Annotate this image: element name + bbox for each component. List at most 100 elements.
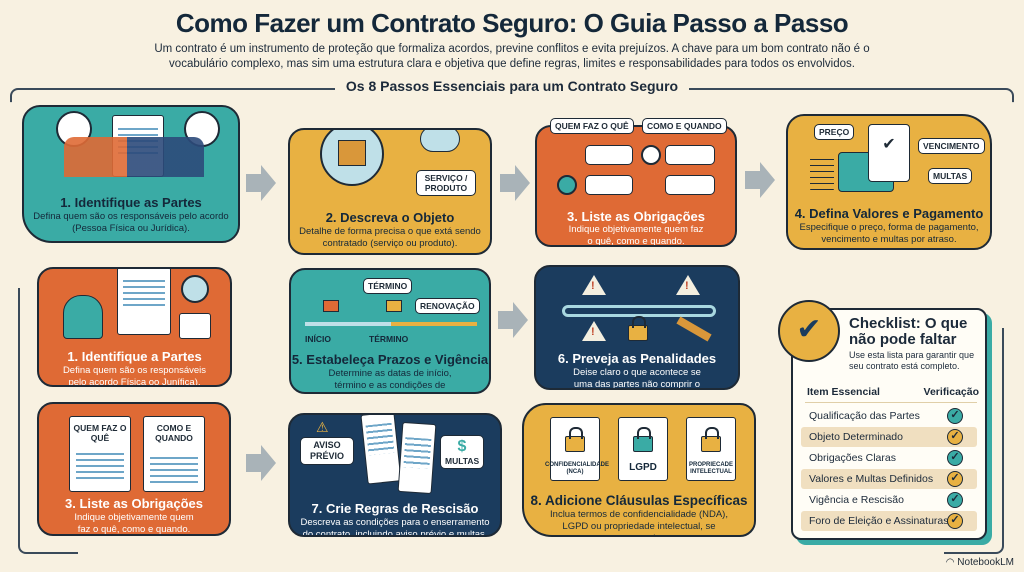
tag: PREÇO xyxy=(814,124,855,140)
tag: SERVIÇO / PRODUTO xyxy=(416,170,476,196)
clock-icon xyxy=(641,145,661,165)
calendar-icon: ✔ xyxy=(868,124,910,182)
tag: RENOVAÇÃO xyxy=(415,298,480,314)
checklist-item-label: Valores e Multas Definidos xyxy=(809,473,934,485)
bubble-lines-icon xyxy=(585,145,633,165)
step-desc: Inclua termos de confidencialidade (NDA)… xyxy=(550,509,728,535)
step-8-card: CONFIDENCIALIDADE (NCA) LGPD PROPRIECADE… xyxy=(522,403,756,537)
document-lock-icon: LGPD xyxy=(618,417,668,481)
checklist-item-label: Vigência e Rescisão xyxy=(809,494,904,506)
bubble-lines-icon xyxy=(665,145,715,165)
step-desc: Deise claro o que acontece se uma das pa… xyxy=(573,367,701,390)
checklist-item: Obrigações Claras✓ xyxy=(801,448,977,468)
box-icon xyxy=(338,140,366,166)
checklist-item: Qualificação das Partes ✓ xyxy=(801,406,977,426)
checklist-subtitle: Use esta lista para garantir que seu con… xyxy=(849,350,975,371)
arrow-right-icon xyxy=(500,165,530,201)
warning-icon: ⚠ xyxy=(316,419,329,435)
tag: MULTAS xyxy=(445,456,480,466)
step-desc: Defina quem são os responsáveis pelo aco… xyxy=(33,211,229,234)
bubble-lines-icon xyxy=(665,175,715,195)
tag: COMO E QUANDO xyxy=(642,118,727,134)
bubble-lines-icon xyxy=(585,175,633,195)
end-flag-icon xyxy=(386,300,402,312)
arrow-right-icon xyxy=(745,162,775,198)
step-1-card: 1. Identifique as Partes Defina quem são… xyxy=(22,105,240,243)
calendar-icon xyxy=(179,313,211,339)
checkmark-icon: ✓ xyxy=(947,513,963,529)
step-desc: Especifique o preço, forma de pagamento,… xyxy=(799,222,979,245)
step-title: 3. Liste as Obrigações xyxy=(64,496,203,511)
step-1b-card: 1. Identifique a Partes Defina quem são … xyxy=(37,267,232,387)
padlock-icon xyxy=(628,316,648,341)
step-title: 5. Estabeleça Prazos e Vigência xyxy=(291,352,489,367)
document-icon: COMO E QUANDO xyxy=(143,416,205,492)
checkmark-icon: ✓ xyxy=(947,450,963,466)
document-lock-icon: CONFIDENCIALIDADE (NCA) xyxy=(545,417,609,481)
step-6-card: ! ! ! 6. Preveja as Penalidades Deise cl… xyxy=(534,265,740,390)
tag: AVISO PRÉVIO xyxy=(300,437,354,465)
gear-cloud-icon xyxy=(420,130,460,152)
step-title: 1. Identifique a Partes xyxy=(67,349,202,364)
checklist-item: Foro de Eleição e Assinaturas✓ xyxy=(801,511,977,531)
map-icon xyxy=(181,275,209,303)
step-desc: Indique objetivamente quem faz o quê, co… xyxy=(74,512,194,535)
award-badge-icon: ✔ xyxy=(778,300,840,362)
timeline-label: TÉRMINO xyxy=(369,334,409,344)
checklist-item: Objeto Determinado ✓ xyxy=(801,427,977,447)
frame-bracket-left xyxy=(18,288,78,554)
step-title: 1. Identifique as Partes xyxy=(60,195,202,210)
step-title: 3. Liste as Obrigações xyxy=(566,209,705,224)
step-desc: Determine as datas de início, término e … xyxy=(328,368,452,391)
step-3-card: 3. Liste as Obrigações Indique objetivam… xyxy=(535,125,737,247)
timeline-label: INÍCIO xyxy=(305,334,331,344)
page-subtitle: Um contrato é um instrumento de proteção… xyxy=(154,43,870,70)
doc-label: PROPRIECADE INTELECTUAL xyxy=(688,462,733,475)
doc-label: COMO E QUANDO xyxy=(155,423,193,443)
frame-bracket-right xyxy=(944,328,1004,554)
coins-icon xyxy=(810,154,834,194)
step-desc: Detalhe de forma precisa o que extá send… xyxy=(299,226,481,249)
tag: TÉRMINO xyxy=(363,278,413,294)
broken-chain-icon xyxy=(562,305,716,317)
checklist-item: Vigência e Rescisão✓ xyxy=(801,490,977,510)
arrow-right-icon xyxy=(246,165,276,201)
torn-document-icon xyxy=(397,421,437,495)
step-desc: Defina quem são os responsáveis pelo aco… xyxy=(62,365,207,387)
warning-icon: ! xyxy=(676,275,700,295)
warning-icon: ! xyxy=(582,321,606,341)
checklist-panel: Checklist: O que não pode faltar Use est… xyxy=(791,308,987,540)
doc-label: QUEM FAZ O QUÊ xyxy=(73,423,127,443)
checklist-item-label: Qualificação das Partes xyxy=(809,410,920,422)
section-title: Os 8 Passos Essenciais para um Contrato … xyxy=(335,78,689,94)
timeline-icon xyxy=(305,322,477,326)
gavel-icon xyxy=(676,316,712,342)
tag: VENCIMENTO xyxy=(918,138,985,154)
arrow-right-icon xyxy=(246,445,276,481)
step-title: 6. Preveja as Penalidades xyxy=(557,351,717,366)
step-title: 2. Descreva o Objeto xyxy=(325,210,455,225)
doc-label: CONFIDENCIALIDADE (NCA) xyxy=(545,462,609,475)
start-flag-icon xyxy=(323,300,339,312)
step-2-card: SERVIÇO / PRODUTO 2. Descreva o Objeto D… xyxy=(288,128,492,255)
step-3b-card: QUEM FAZ O QUÊ COMO E QUANDO 3. Liste as… xyxy=(37,402,231,536)
document-lock-icon: PROPRIECADE INTELECTUAL xyxy=(686,417,736,481)
doc-label: LGPD xyxy=(629,462,657,473)
checkmark-icon: ✓ xyxy=(947,429,963,445)
step-title: 4. Defina Valores e Pagamento xyxy=(794,206,984,221)
checklist-item-label: Objeto Determinado xyxy=(809,431,903,443)
step-desc: Indique objetivamente quem faz o quê, co… xyxy=(568,224,704,247)
step-7-card: ⚠ AVISO PRÉVIO $MULTAS 7. Crie Regras de… xyxy=(288,413,502,537)
column-header-check: Verificação xyxy=(923,386,979,398)
handshake-illustration xyxy=(64,137,204,177)
checklist-item: Valores e Multas Definidos✓ xyxy=(801,469,977,489)
column-header-item: Item Essencial xyxy=(807,386,880,398)
arrow-right-icon xyxy=(498,302,528,338)
dollar-icon: $ xyxy=(457,438,467,455)
checkmark-icon: ✓ xyxy=(947,408,963,424)
page-title: Como Fazer um Contrato Seguro: O Guia Pa… xyxy=(175,8,849,38)
warning-icon: ! xyxy=(582,275,606,295)
document-icon: QUEM FAZ O QUÊ xyxy=(69,416,131,492)
checkmark-icon xyxy=(557,175,577,195)
step-5-card: TÉRMINO RENOVAÇÃO INÍCIO TÉRMINO 5. Esta… xyxy=(289,268,491,394)
